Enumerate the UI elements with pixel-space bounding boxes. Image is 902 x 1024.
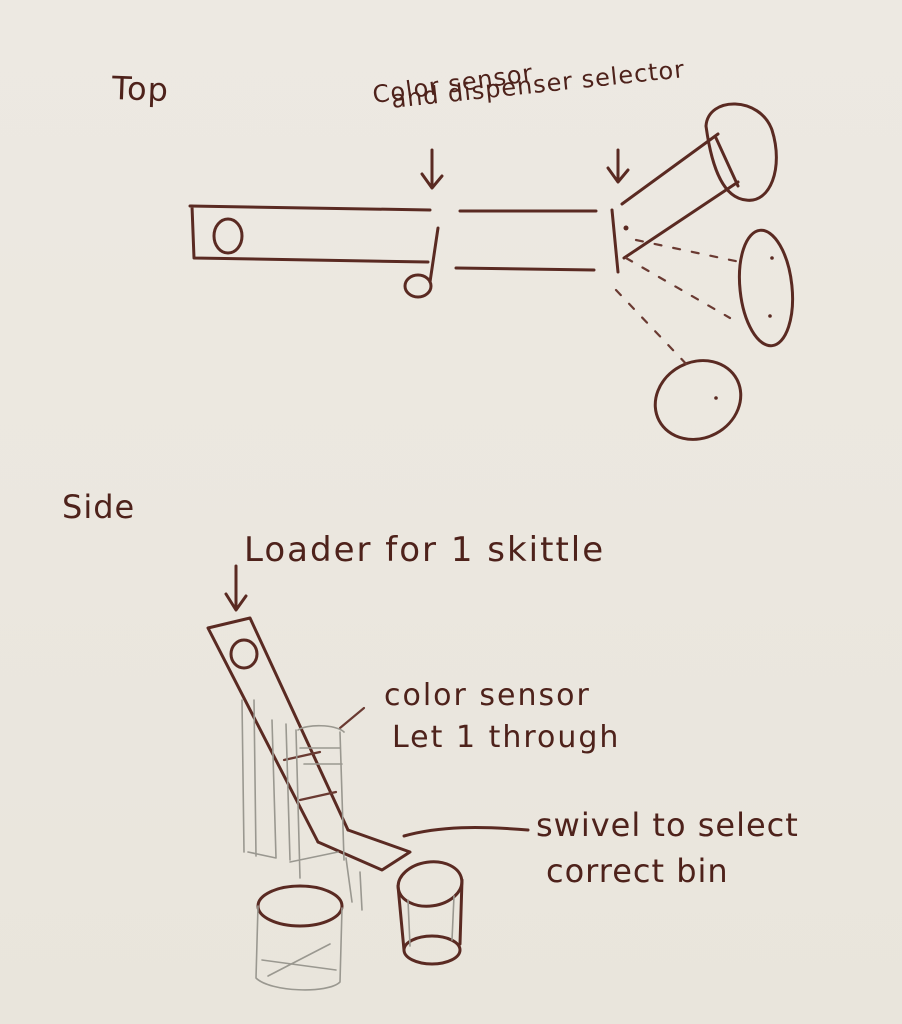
top-gate-line: [430, 228, 438, 282]
side-view-title: Side: [62, 488, 135, 526]
top-arrow-sensor: [422, 150, 442, 188]
top-selector-pivot: [612, 210, 618, 272]
side-skittle: [231, 640, 257, 668]
side-loader-ramp: [208, 618, 348, 842]
side-bin-left-top: [258, 886, 342, 926]
top-sensor-circle: [405, 275, 431, 297]
top-selector-dot: [624, 226, 629, 231]
side-view-drawing: [208, 566, 528, 990]
top-bin-1: [706, 104, 776, 200]
side-swivel-leader: [404, 828, 528, 836]
side-sensor-leader: [340, 708, 364, 728]
top-arrow-selector: [608, 150, 628, 182]
top-view-drawing: [190, 104, 798, 454]
side-arrow-loader: [226, 566, 246, 610]
side-swivel-label-line2: correct bin: [546, 852, 729, 890]
top-skittle: [214, 219, 242, 253]
side-sensor-label-line1: color sensor: [384, 678, 591, 713]
top-view-title: Top: [111, 69, 169, 109]
side-sensor-label-line2: Let 1 through: [392, 720, 620, 755]
top-channel-middle: [456, 211, 596, 270]
side-swivel-label-line1: swivel to select: [536, 806, 799, 844]
top-swing-dashes: [616, 240, 740, 368]
top-bin-3: [641, 346, 754, 454]
top-bin-2: [734, 228, 798, 349]
side-loader-label: Loader for 1 skittle: [244, 530, 605, 570]
side-swivel-chute: [318, 830, 410, 870]
top-swivel-chute: [622, 134, 738, 258]
